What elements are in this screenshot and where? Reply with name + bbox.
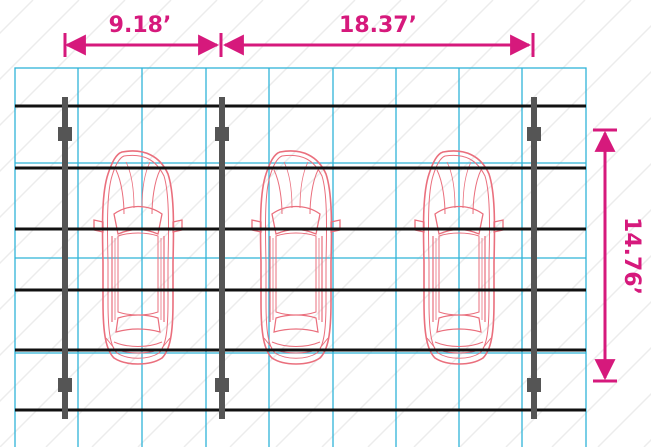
hatch-line	[0, 0, 218, 218]
hatch-line	[0, 0, 264, 264]
post-bracket	[58, 378, 72, 392]
hatch-line	[275, 71, 651, 447]
post-bracket	[215, 378, 229, 392]
hatch-line	[0, 0, 126, 126]
hatch-line	[0, 0, 356, 356]
support-beams	[58, 97, 541, 419]
hatch-line	[137, 0, 586, 447]
hatch-line	[91, 0, 540, 447]
dimension-right-width-label: 18.37’	[339, 13, 417, 38]
purlins	[15, 104, 586, 412]
post-bracket	[58, 127, 72, 141]
hatch-line	[413, 209, 651, 447]
hatch-line	[0, 0, 310, 310]
dimension-right-width: 18.37’	[222, 13, 535, 57]
hatch-line	[505, 301, 651, 447]
hatch-line	[551, 347, 651, 447]
hatch-line	[229, 25, 651, 447]
panel-grid	[14, 67, 587, 447]
hatch-line	[0, 0, 34, 34]
hatch-line	[643, 439, 651, 447]
post-bracket	[527, 127, 541, 141]
hatch-line	[0, 0, 80, 80]
hatch-line	[367, 163, 651, 447]
hatch-line	[0, 0, 172, 172]
dimension-left-width-label: 9.18’	[109, 13, 172, 38]
beam-right	[531, 97, 537, 419]
dimension-depth-label: 14.76’	[619, 217, 644, 295]
dimension-depth: 14.76’	[593, 128, 644, 383]
post-bracket	[527, 378, 541, 392]
hatch-line	[183, 0, 632, 447]
beam-left	[62, 97, 68, 419]
beam-middle	[219, 97, 225, 419]
post-bracket	[215, 127, 229, 141]
dimension-left-width: 9.18’	[63, 13, 223, 57]
hatch-line	[0, 0, 402, 402]
